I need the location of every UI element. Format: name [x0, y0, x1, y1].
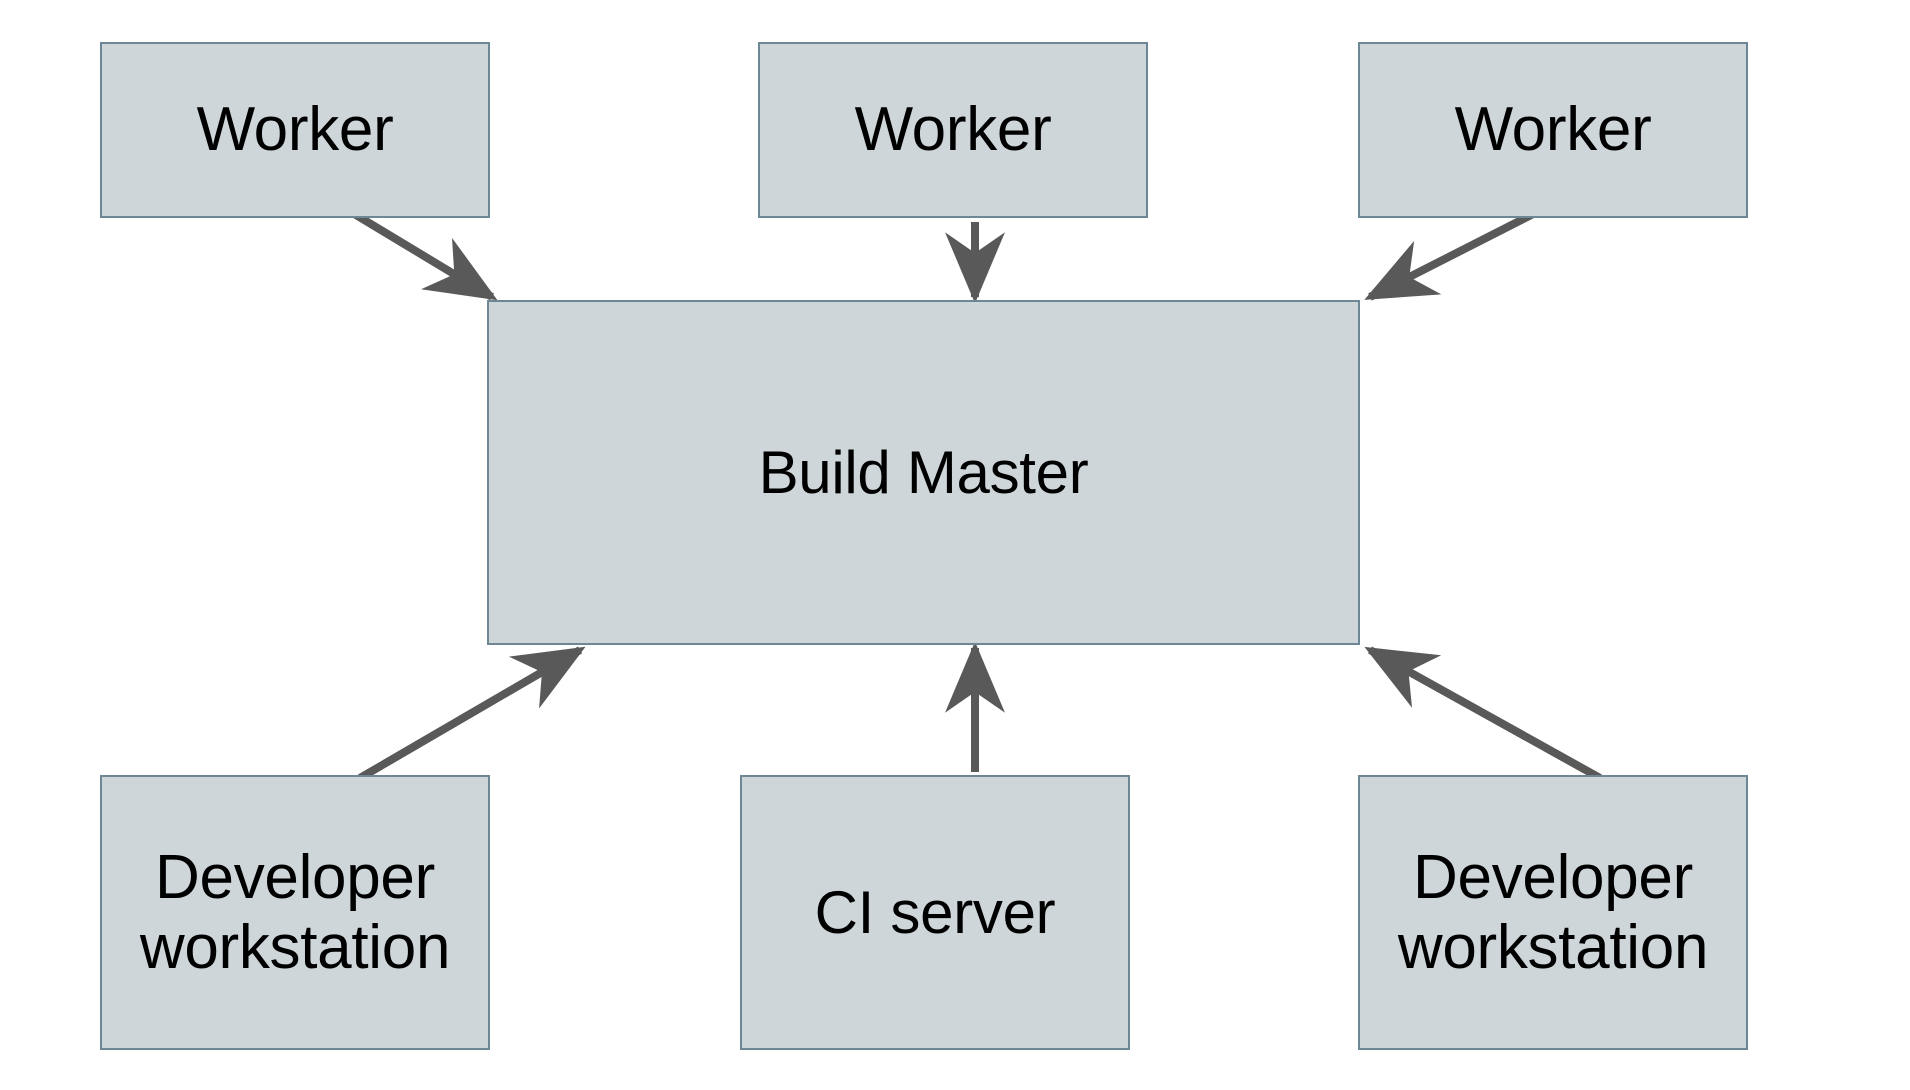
node-build-master[interactable]: Build Master [487, 300, 1360, 645]
node-developer-workstation-right-label: Developer workstation [1397, 843, 1709, 982]
node-ci-server[interactable]: CI server [740, 775, 1130, 1050]
node-build-master-label: Build Master [758, 438, 1089, 506]
node-worker-center-label: Worker [854, 95, 1052, 165]
node-developer-workstation-left[interactable]: Developer workstation [100, 775, 490, 1050]
node-worker-left[interactable]: Worker [100, 42, 490, 218]
edge-dev-right-to-master [1364, 646, 1602, 782]
node-worker-right-label: Worker [1454, 95, 1652, 165]
edge-dev-left-to-master [357, 646, 586, 782]
node-worker-center[interactable]: Worker [758, 42, 1148, 218]
node-worker-left-label: Worker [196, 95, 394, 165]
node-worker-right[interactable]: Worker [1358, 42, 1748, 218]
node-developer-workstation-left-label: Developer workstation [139, 843, 451, 982]
node-ci-server-label: CI server [814, 878, 1056, 946]
node-developer-workstation-right[interactable]: Developer workstation [1358, 775, 1748, 1050]
